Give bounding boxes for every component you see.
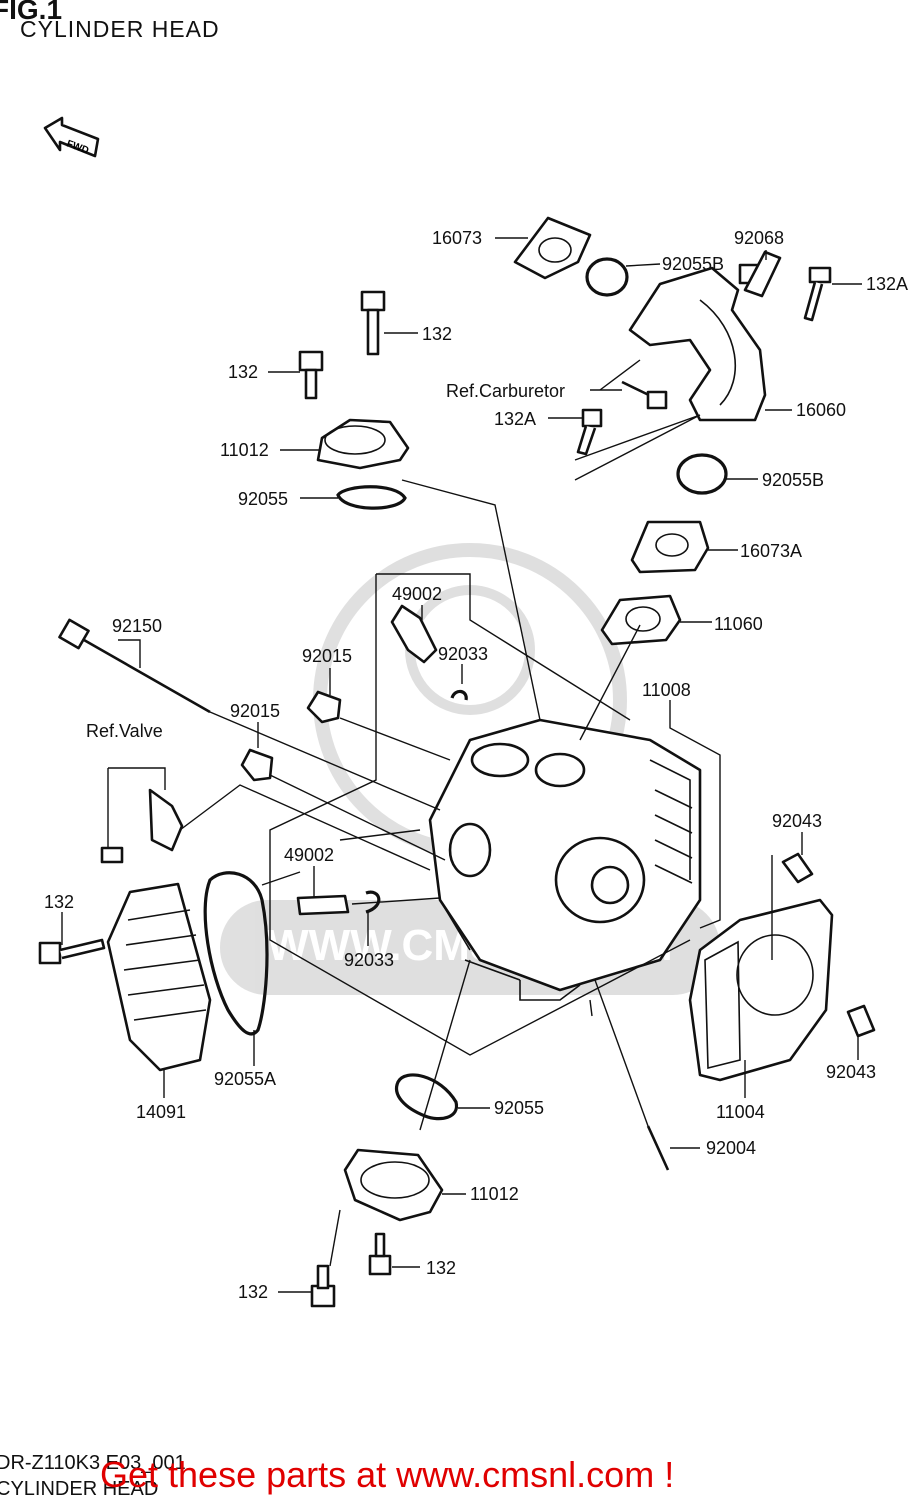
leader-lines [61,237,862,1293]
clip-92033-top [450,689,468,701]
label-49002-lower: 49002 [284,845,334,865]
bolt-132a-top [803,266,832,322]
tappet-49002-lower [296,894,350,916]
figure-subtitle: CYLINDER HEAD [20,16,220,42]
stud-92004 [646,1125,670,1171]
dowel-92068 [743,250,782,298]
label-11012-lower: 11012 [470,1184,519,1204]
label-11004: 11004 [716,1102,765,1122]
label-92055a: 92055A [214,1069,276,1089]
label-92004: 92004 [706,1138,756,1158]
label-92150: 92150 [112,616,162,636]
label-92055b-lower: 92055B [762,470,824,490]
label-92055-lower: 92055 [494,1098,544,1118]
label-92043-lower: 92043 [826,1062,876,1082]
bolt-132-d [368,1232,392,1276]
label-92055-top: 92055 [238,489,288,509]
dowel-92043-lower [846,1004,876,1038]
label-92068: 92068 [734,228,784,248]
label-92015-lower: 92015 [230,701,280,721]
o-ring-92055b-lower [676,453,728,495]
label-16060: 16060 [796,400,846,420]
label-132-e: 132 [238,1282,268,1302]
label-92033-lower: 92033 [344,950,394,970]
label-49002-top: 49002 [392,584,442,604]
forward-arrow-icon: FWD [43,116,100,158]
label-ref-carburetor: Ref.Carburetor [446,381,565,401]
o-ring-92055b-top [585,257,629,297]
cap-11012-lower [343,1148,444,1222]
cap-92015-upper [306,690,342,724]
figure-title: FIG.1 [0,0,63,25]
diagram-code: DR-Z110K3 E03_001 [0,1452,186,1474]
bolt-132-c [38,938,106,965]
dowel-92043-top [781,852,814,884]
label-11012-top: 11012 [220,440,269,460]
label-132a-lower: 132A [494,409,536,429]
clip-92033-lower [365,890,381,914]
label-132-c: 132 [44,892,74,912]
cta-link[interactable]: Get these parts at www.cmsnl.com ! [100,1454,675,1495]
bolt-132-a [360,290,386,356]
label-132-d: 132 [426,1258,456,1278]
bolt-132-b [298,350,324,400]
o-ring-92055-top [336,485,407,510]
cover-14091 [106,882,212,1072]
gasket-11004 [688,898,834,1082]
label-14091: 14091 [136,1102,186,1122]
bolt-132a-lower [576,408,603,456]
label-92055b-top: 92055B [662,254,724,274]
tappet-49002-top [390,604,438,664]
label-92015-upper: 92015 [302,646,352,666]
label-132a-top: 132A [866,274,908,294]
insulator-16073a [630,520,710,574]
insulator-16073 [513,216,592,280]
label-132-a: 132 [422,324,452,344]
label-16073: 16073 [432,228,482,248]
footer-subtitle: CYLINDER HEAD [0,1478,159,1500]
cap-92015-lower [240,748,274,782]
label-92043-top: 92043 [772,811,822,831]
gasket-92055a [203,871,269,1036]
bolt-132a-carb [621,380,668,410]
valve-bracket [100,788,184,864]
o-ring-92055-lower [395,1073,459,1121]
label-132-b: 132 [228,362,258,382]
cap-11012-top [316,418,410,470]
cylinder-head-11008 [428,718,702,1001]
label-16073a: 16073A [740,541,802,561]
gasket-11060 [600,594,682,646]
label-92033-top: 92033 [438,644,488,664]
bolt-132-e [310,1264,336,1308]
part-labels: 16073 92055B 92068 132A 132 132 11012 92… [44,228,908,1302]
label-11060: 11060 [714,614,763,634]
label-11008: 11008 [642,680,691,700]
label-ref-valve: Ref.Valve [86,721,163,741]
stud-92150 [58,618,211,714]
